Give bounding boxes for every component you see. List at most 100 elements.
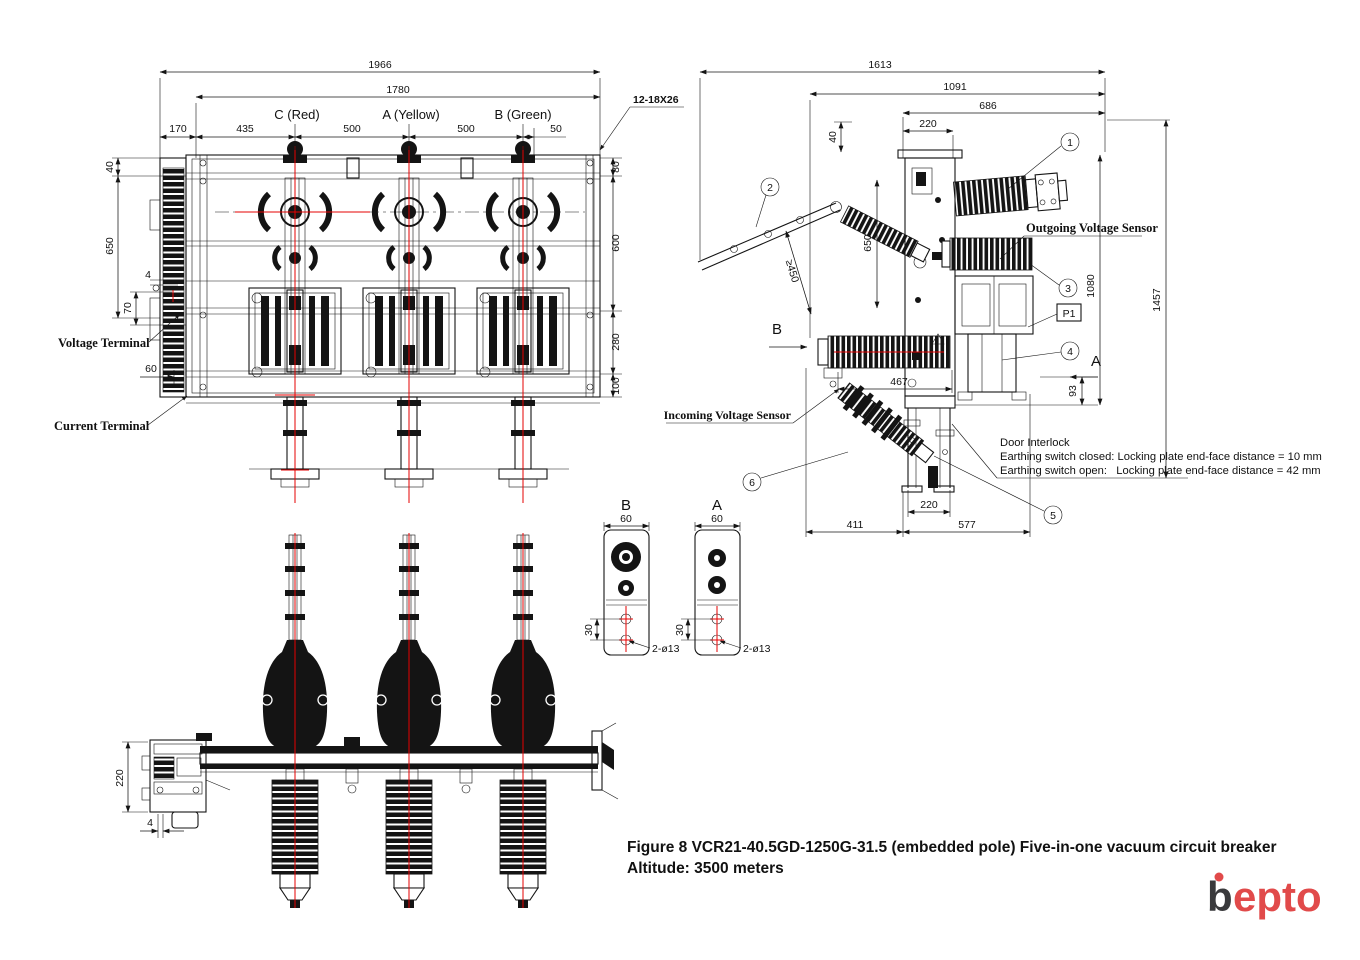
svg-text:1: 1 bbox=[1067, 137, 1073, 149]
phase-label-c: C (Red) bbox=[274, 107, 320, 122]
side-right-dimensions: A 93 1080 1457 bbox=[1040, 119, 1170, 479]
dim-500a: 500 bbox=[343, 123, 361, 135]
door-interlock-closed: Earthing switch closed: Locking plate en… bbox=[1000, 451, 1322, 463]
dim-4-front: 4 bbox=[145, 269, 151, 281]
callout-3: 3 bbox=[1029, 263, 1078, 298]
dim-280: 280 bbox=[610, 333, 622, 351]
logo-letter-b: b bbox=[1207, 873, 1233, 920]
front-left-dimensions: 40 650 70 4 60 bbox=[104, 157, 186, 384]
side-bottom-dimensions: 220 411 577 bbox=[805, 368, 1031, 537]
section-b-width: 60 bbox=[620, 513, 632, 525]
section-b: B 60 30 2-ø13 bbox=[583, 497, 680, 656]
section-a-holes: 2-ø13 bbox=[743, 643, 771, 655]
dim-1966: 1966 bbox=[368, 59, 392, 71]
side-angled-insulator bbox=[839, 205, 931, 263]
bottom-centerlines bbox=[294, 533, 524, 908]
section-a-label: A bbox=[712, 497, 722, 514]
callout-1: 1 bbox=[1007, 132, 1080, 190]
bottom-mechanism-box bbox=[141, 733, 231, 829]
dim-1080: 1080 bbox=[1085, 274, 1097, 298]
dim-170: 170 bbox=[169, 123, 187, 135]
svg-text:5: 5 bbox=[1050, 510, 1056, 522]
dim-ge450: ≥450 bbox=[783, 258, 801, 284]
side-lower-boxes bbox=[954, 275, 1098, 406]
dim-100: 100 bbox=[610, 377, 622, 395]
dim-435: 435 bbox=[236, 123, 254, 135]
incoming-sensor-label: Incoming Voltage Sensor bbox=[664, 388, 840, 424]
incoming-bushing bbox=[817, 335, 951, 388]
dim-650-side: 650 bbox=[862, 234, 874, 252]
dim-1780: 1780 bbox=[386, 84, 410, 96]
front-hole-note: 12-18X26 bbox=[599, 94, 684, 151]
bottom-beam-fittings bbox=[345, 768, 473, 794]
side-top-dimensions: 1613 1091 686 220 40 bbox=[699, 59, 1106, 338]
svg-text:4: 4 bbox=[1067, 346, 1073, 358]
dim-467: 467 bbox=[890, 376, 908, 388]
svg-text:6: 6 bbox=[749, 477, 755, 489]
current-terminal-label: Current Terminal bbox=[54, 419, 150, 433]
view-arrow-b: B bbox=[772, 321, 782, 338]
svg-text:3: 3 bbox=[1065, 283, 1071, 295]
phase-label-b: B (Green) bbox=[494, 107, 551, 122]
front-top-dimensions: 1966 1780 C (Red) A (Yellow) B (Green) 1… bbox=[159, 59, 601, 158]
section-b-holes: 2-ø13 bbox=[652, 643, 680, 655]
callout-6: 6 bbox=[742, 451, 849, 492]
side-folding-arm bbox=[697, 201, 842, 271]
section-a-pitch: 30 bbox=[674, 624, 686, 636]
dim-600: 600 bbox=[610, 234, 622, 252]
bottom-view: 220 4 bbox=[114, 533, 619, 909]
phase-label-a: A (Yellow) bbox=[382, 107, 439, 122]
caption-line2: Altitude: 3500 meters bbox=[627, 860, 784, 877]
outgoing-sensor-label: Outgoing Voltage Sensor bbox=[999, 221, 1158, 260]
dim-40-side: 40 bbox=[827, 131, 839, 143]
dim-93: 93 bbox=[1067, 385, 1079, 397]
section-details: B 60 30 2-ø13 A 60 bbox=[583, 497, 771, 656]
dim-50: 50 bbox=[550, 123, 562, 135]
bottom-dimensions: 220 4 bbox=[114, 741, 184, 838]
voltage-terminal-label: Voltage Terminal bbox=[58, 336, 150, 350]
logo-text-epto: epto bbox=[1233, 873, 1322, 920]
caption-line1: Figure 8 VCR21-40.5GD-1250G-31.5 (embedd… bbox=[627, 839, 1277, 856]
surge-arrester bbox=[837, 382, 935, 464]
section-b-label: B bbox=[621, 497, 631, 514]
logo-dot bbox=[1214, 872, 1224, 882]
front-terminal-labels: Voltage Terminal Current Terminal bbox=[54, 313, 188, 433]
side-mechanism-panel bbox=[897, 149, 963, 409]
outgoing-voltage-sensor-body bbox=[941, 237, 1033, 271]
dim-686: 686 bbox=[979, 100, 997, 112]
dim-1457: 1457 bbox=[1151, 288, 1163, 312]
door-interlock-note: Door Interlock Earthing switch closed: L… bbox=[951, 423, 1322, 479]
front-right-dimensions: 80 600 280 100 bbox=[600, 157, 622, 398]
view-arrow-a: A bbox=[1091, 353, 1101, 370]
bepto-logo: b epto bbox=[1207, 872, 1322, 920]
dim-70: 70 bbox=[122, 302, 134, 314]
front-view: 1966 1780 C (Red) A (Yellow) B (Green) 1… bbox=[54, 59, 684, 503]
door-interlock-open: Earthing switch open: Locking plate end-… bbox=[1000, 465, 1321, 477]
section-b-pitch: 30 bbox=[583, 624, 595, 636]
dim-220-bottom-view: 220 bbox=[114, 769, 126, 787]
p1-tag: P1 bbox=[1027, 303, 1082, 328]
section-a: A 60 30 2-ø13 bbox=[674, 497, 771, 656]
dim-650-left: 650 bbox=[104, 237, 116, 255]
side-view: 1613 1091 686 220 40 bbox=[664, 59, 1322, 537]
svg-text:Outgoing Voltage Sensor: Outgoing Voltage Sensor bbox=[1026, 221, 1158, 235]
dim-500b: 500 bbox=[457, 123, 475, 135]
dim-1613: 1613 bbox=[868, 59, 892, 71]
front-centerlines bbox=[235, 146, 524, 503]
dim-80: 80 bbox=[610, 161, 622, 173]
hole-note-label: 12-18X26 bbox=[633, 94, 679, 106]
dim-4-bottom: 4 bbox=[147, 817, 153, 829]
callout-2: 2 bbox=[755, 177, 780, 228]
svg-text:Incoming Voltage Sensor: Incoming Voltage Sensor bbox=[664, 408, 792, 422]
side-pole-insulator bbox=[952, 172, 1069, 217]
dim-220-top: 220 bbox=[919, 118, 937, 130]
svg-text:2: 2 bbox=[767, 182, 773, 194]
section-a-width: 60 bbox=[711, 513, 723, 525]
dim-577: 577 bbox=[958, 519, 976, 531]
dim-1091: 1091 bbox=[943, 81, 967, 93]
bottom-beam bbox=[199, 722, 619, 800]
dim-40-left: 40 bbox=[104, 161, 116, 173]
callout-4: 4 bbox=[1001, 341, 1080, 361]
